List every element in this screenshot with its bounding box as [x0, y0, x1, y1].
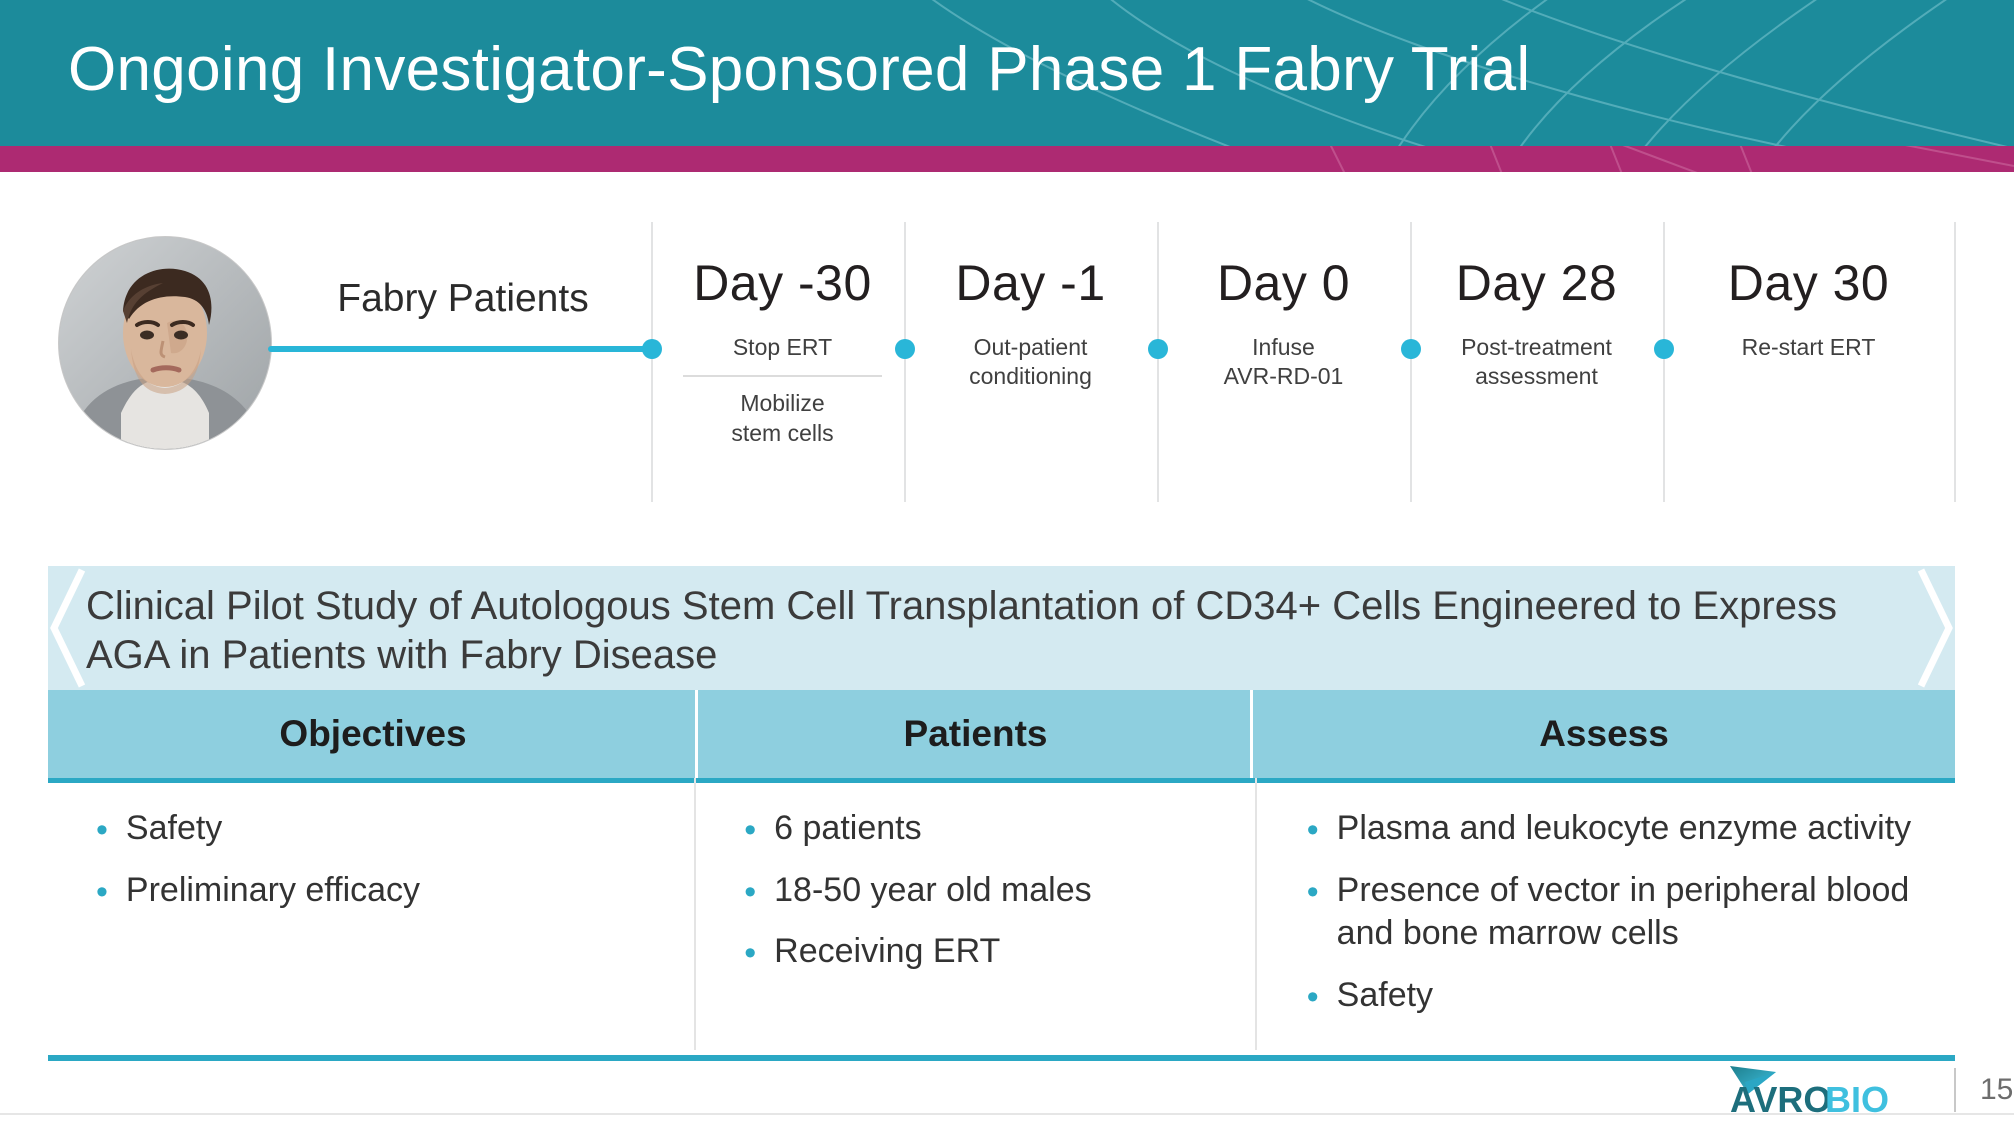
list-item: • Presence of vector in peripheral blood…: [1307, 869, 1955, 956]
milestone-note: Post-treatment assessment: [1461, 334, 1612, 390]
timeline-separator-3: [1157, 222, 1159, 502]
timeline-dot-4: [1401, 339, 1421, 359]
milestone-day-label: Day 28: [1455, 255, 1618, 311]
list-item-label: Receiving ERT: [774, 932, 1001, 971]
milestone-note: Out-patient conditioning: [969, 334, 1092, 390]
table-cell-assess: • Plasma and leukocyte enzyme activity •…: [1257, 783, 1955, 1055]
timeline-milestone-day-minus-1: Day -1 Out-patient conditioning: [904, 222, 1157, 392]
list-item-label: 18-50 year old males: [774, 870, 1092, 909]
timeline-milestone-day-0: Day 0 Infuse AVR-RD-01: [1157, 222, 1410, 392]
bullet-icon: •: [96, 872, 108, 911]
table-cell-objectives: • Safety • Preliminary efficacy: [48, 777, 697, 1055]
timeline-dot-3: [1148, 339, 1168, 359]
timeline-dot-5: [1654, 339, 1674, 359]
timeline-lead-label: Fabry Patients: [337, 277, 589, 320]
chevron-left-icon: [50, 568, 86, 688]
milestone-note: Stop ERT: [732, 334, 833, 360]
bullet-icon: •: [744, 811, 757, 849]
chevron-right-icon: [1917, 568, 1953, 688]
timeline-milestone-day-28: Day 28 Post-treatment assessment: [1410, 222, 1663, 392]
table-header-row: Objectives Patients Assess: [48, 690, 1955, 778]
list-item-label: 6 patients: [774, 809, 922, 847]
avrobio-logo: AVRO BIO: [1728, 1062, 1928, 1120]
page-number: 15: [1980, 1073, 2014, 1106]
list-item-label: Plasma and leukocyte enzyme activity: [1336, 809, 1912, 847]
milestone-note: Re-start ERT: [1741, 334, 1876, 360]
timeline-separator-4: [1410, 222, 1412, 502]
list-item: • Preliminary efficacy: [96, 869, 696, 913]
list-item: • Safety: [96, 807, 696, 851]
table-header-rule: [48, 778, 1955, 783]
table-header-assess: Assess: [1539, 713, 1669, 754]
milestone-day-label: Day 0: [1216, 255, 1351, 311]
footer-branding: AVRO BIO 15: [1728, 1062, 2014, 1120]
table-bottom-rule: [48, 1055, 1955, 1062]
milestone-day-label: Day 30: [1727, 255, 1890, 311]
list-item: • Safety: [1307, 974, 1955, 1018]
table-header-patients: Patients: [698, 690, 1253, 778]
timeline-separator-6: [1954, 222, 1956, 502]
patient-avatar: [58, 236, 272, 450]
milestone-divider: [683, 375, 882, 378]
study-details-table: Objectives Patients Assess • Safety • Pr…: [48, 690, 1955, 1062]
accent-bar-decorative-lines: [1329, 146, 2014, 172]
milestone-note: Infuse AVR-RD-01: [1223, 334, 1344, 390]
list-item: • 6 patients: [744, 807, 1257, 851]
timeline-milestone-day-minus-30: Day -30 Stop ERT Mobilize stem cells: [661, 222, 904, 448]
page-title: Ongoing Investigator-Sponsored Phase 1 F…: [68, 35, 1531, 104]
list-item: • Plasma and leukocyte enzyme activity: [1307, 807, 1955, 851]
bullet-icon: •: [744, 872, 757, 911]
svg-text:AVRO: AVRO: [1730, 1079, 1831, 1118]
timeline-connector-line: [268, 346, 658, 352]
footer-divider: [0, 1113, 2014, 1115]
list-item: • Receiving ERT: [744, 930, 1257, 974]
avatar-portrait-illustration: [59, 237, 271, 449]
bullet-icon: •: [1306, 872, 1319, 911]
milestone-note-secondary: Mobilize stem cells: [731, 390, 834, 446]
treatment-timeline: Fabry Patients Day -30 Stop ERT Mobilize…: [0, 222, 2014, 502]
list-item-label: Safety: [1336, 975, 1434, 1014]
list-item: • 18-50 year old males: [744, 869, 1257, 913]
avrobio-logo-icon: AVRO BIO: [1730, 1066, 1889, 1120]
accent-bar: [0, 146, 2014, 172]
table-header-objectives: Objectives: [48, 690, 698, 778]
timeline-dot-2: [895, 339, 915, 359]
list-item-label: Safety: [125, 809, 223, 847]
header-decorative-lines: [931, 0, 2008, 146]
milestone-day-label: Day -1: [955, 255, 1106, 311]
study-title-banner: Clinical Pilot Study of Autologous Stem …: [48, 566, 1955, 690]
table-body-row: • Safety • Preliminary efficacy • 6 pati…: [48, 777, 1955, 1056]
study-title-text: Clinical Pilot Study of Autologous Stem …: [86, 584, 1837, 677]
timeline-separator-5: [1663, 222, 1665, 502]
milestone-day-label: Day -30: [693, 255, 872, 311]
timeline-dot-1: [642, 339, 662, 359]
timeline-milestone-day-30: Day 30 Re-start ERT: [1663, 222, 1954, 362]
bullet-icon: •: [744, 934, 757, 973]
svg-text:BIO: BIO: [1825, 1079, 1889, 1118]
bullet-icon: •: [96, 811, 108, 849]
timeline-separator-2: [904, 222, 906, 502]
bullet-icon: •: [1306, 977, 1319, 1016]
list-item-label: Preliminary efficacy: [125, 870, 421, 909]
list-item-label: Presence of vector in peripheral blood a…: [1336, 870, 1910, 953]
table-cell-patients: • 6 patients • 18-50 year old males • Re…: [696, 777, 1257, 1055]
timeline-separator-1: [651, 222, 653, 502]
footer-separator: [1954, 1068, 1956, 1112]
slide-header: Ongoing Investigator-Sponsored Phase 1 F…: [0, 0, 2014, 146]
bullet-icon: •: [1306, 811, 1319, 849]
